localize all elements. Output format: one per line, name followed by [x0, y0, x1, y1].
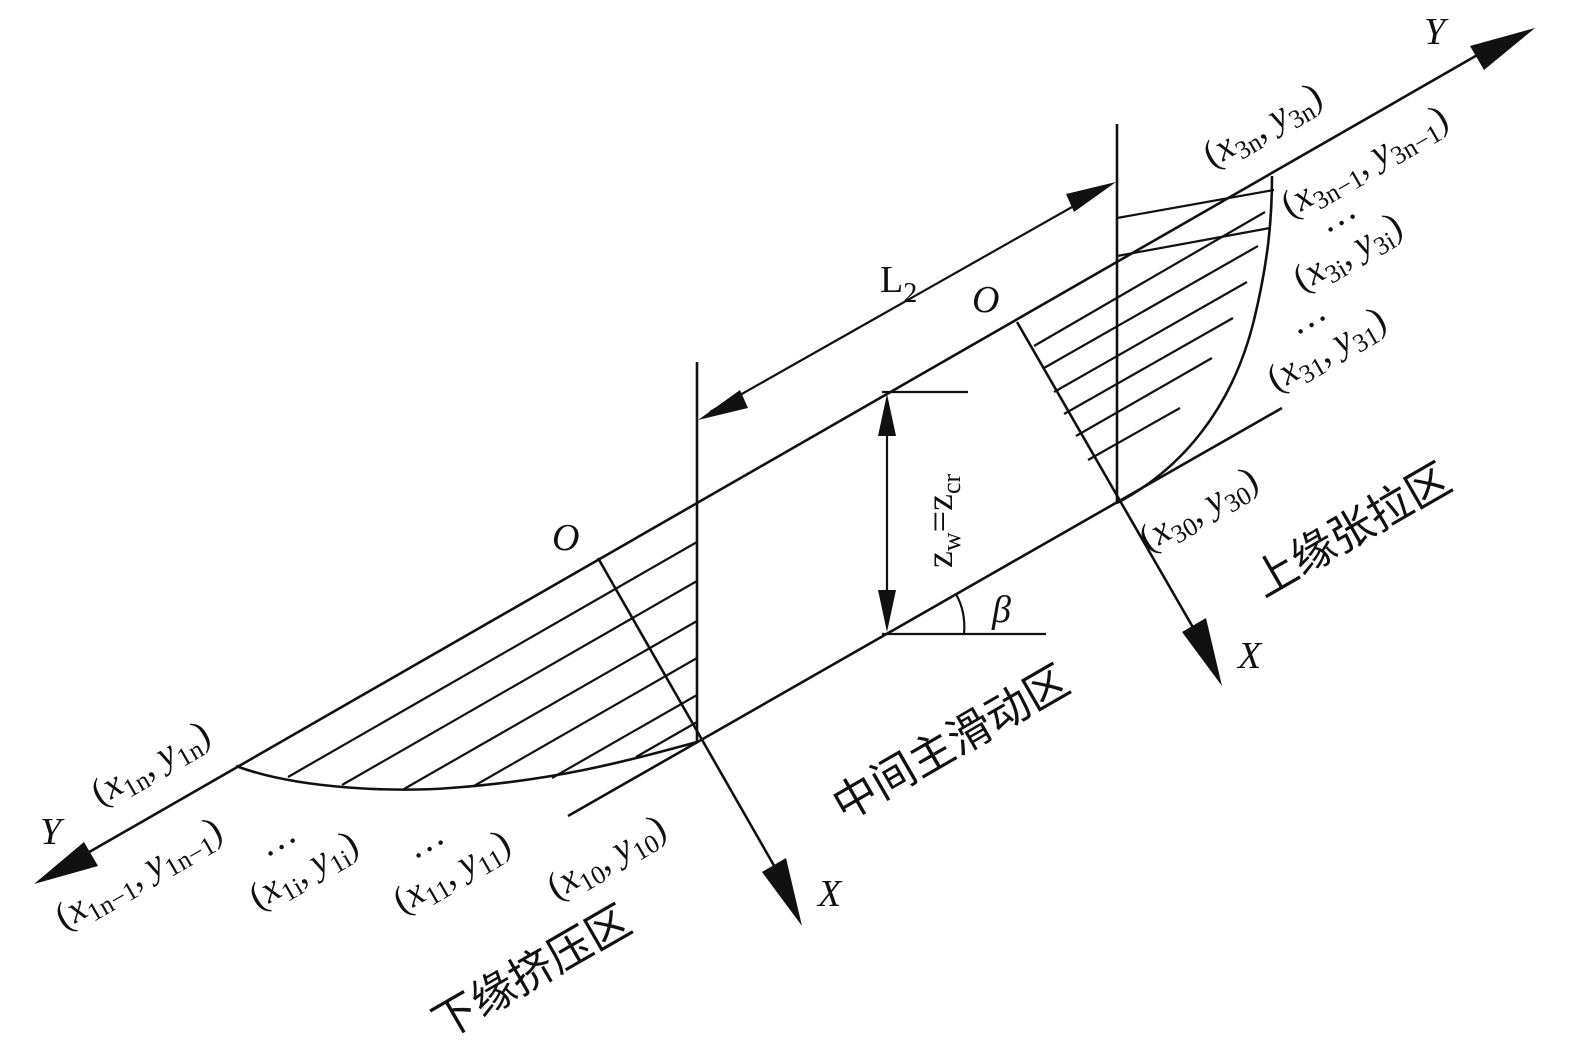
x-axis-label-lower: X: [816, 873, 843, 915]
origin-label-lower: O: [552, 517, 579, 559]
point-label-x1n-1: (x1n−1, y1n−1): [48, 809, 232, 942]
beta-label: β: [991, 589, 1011, 631]
point-label-x1n: (x1n, y1n): [84, 712, 220, 818]
origin-label-upper: O: [972, 279, 999, 321]
l2-label: L2: [880, 259, 917, 309]
upper-slip-curve: [1116, 175, 1274, 505]
point-label-x31: (x31, y31): [1260, 298, 1396, 404]
y-axis-label-upper: Y: [1424, 11, 1449, 53]
l2-dimension-line: [709, 189, 1103, 413]
zw-zcr-label: zw=zcr: [919, 473, 966, 568]
l2-arrow-right: [1066, 182, 1116, 212]
l2-arrow-left: [698, 390, 748, 420]
x-axis-arrow-lower: [762, 858, 802, 926]
y-axis-arrow-lower: [34, 842, 98, 884]
x-axis-arrow-upper: [1182, 618, 1222, 686]
y-axis-arrow-upper: [1470, 28, 1535, 70]
y-axis-line: [43, 40, 1501, 880]
middle-zone-label: 中间主滑动区: [824, 655, 1078, 831]
lower-zone-label: 下缘挤压区: [424, 895, 640, 1049]
lower-slip-curve: [235, 740, 698, 791]
point-label-x3n: (x3n, y3n): [1196, 74, 1332, 180]
point-label-x10: (x10, y10): [540, 806, 676, 912]
beta-angle-arc: [955, 593, 966, 635]
upper-hatching: [1033, 188, 1275, 461]
x-axis-line-upper: [1015, 321, 1208, 651]
x-axis-label-upper: X: [1236, 635, 1263, 677]
zw-arrow-top: [878, 394, 896, 436]
lower-hatching: [287, 541, 698, 790]
zw-arrow-bottom: [878, 590, 896, 632]
point-label-x30: (x30, y30): [1132, 458, 1268, 564]
y-axis-label-lower: Y: [40, 811, 65, 853]
sliding-surface-line: [567, 406, 1283, 818]
upper-zone-label: 上缘张拉区: [1244, 453, 1460, 607]
